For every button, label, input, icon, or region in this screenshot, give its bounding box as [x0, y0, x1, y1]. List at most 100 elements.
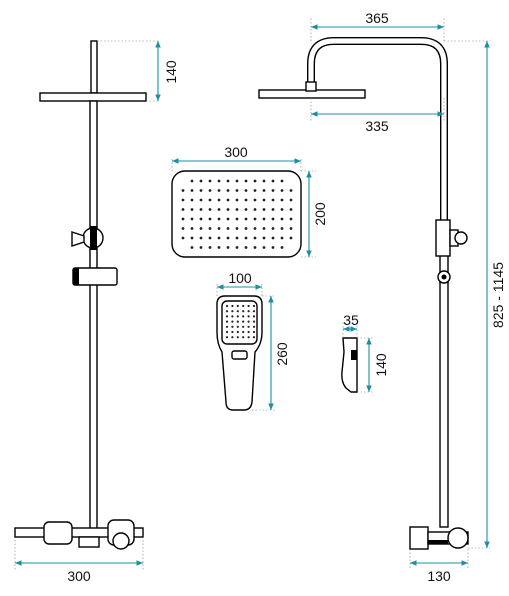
nozzle-dot: [217, 189, 221, 192]
handset-nozzle-grid: [225, 304, 256, 339]
nozzle-dot: [226, 198, 230, 202]
nozzle-dot: [208, 236, 212, 240]
nozzle-dot: [244, 179, 248, 183]
nozzle-dot: [190, 189, 194, 192]
nozzle-dot: [242, 320, 245, 323]
nozzle-dot: [199, 179, 203, 183]
nozzle-dot: [235, 246, 239, 249]
nozzle-dot: [181, 208, 185, 211]
nozzle-dot: [244, 198, 248, 202]
nozzle-dot: [247, 336, 250, 339]
nozzle-dot: [190, 236, 194, 240]
head-plate: [171, 170, 302, 258]
nozzle-dot: [181, 189, 185, 192]
nozzle-dot: [181, 236, 185, 240]
nozzle-dot: [208, 189, 212, 192]
nozzle-dot: [289, 189, 293, 192]
nozzle-dot: [252, 330, 256, 334]
front-mixer: [14, 519, 144, 550]
nozzle-dot: [226, 227, 230, 230]
nozzle-dot: [244, 189, 248, 192]
nozzle-dot: [208, 198, 212, 202]
head-nozzle-grid: [181, 179, 293, 249]
label-total-height: 825 - 1145: [490, 262, 506, 328]
nozzle-dot: [247, 310, 250, 313]
nozzle-dot: [199, 227, 203, 230]
nozzle-dot: [280, 198, 284, 202]
label-handset-length: 260: [274, 342, 290, 366]
nozzle-dot: [235, 236, 239, 240]
nozzle-dot: [217, 227, 221, 230]
label-column-width: 300: [67, 568, 91, 584]
nozzle-dot: [252, 325, 256, 328]
nozzle-dot: [271, 236, 275, 240]
nozzle-dot: [247, 330, 250, 334]
nozzle-dot: [252, 304, 256, 308]
nozzle-dot: [181, 198, 185, 202]
nozzle-dot: [253, 208, 257, 211]
nozzle-dot: [190, 198, 194, 202]
nozzle-dot: [253, 198, 257, 202]
nozzle-dot: [280, 246, 284, 249]
nozzle-dot: [226, 217, 230, 221]
side-diverter: [435, 219, 468, 257]
nozzle-dot: [231, 325, 234, 328]
label-holder-width: 35: [343, 312, 359, 328]
nozzle-dot: [289, 227, 293, 230]
nozzle-dot: [252, 320, 256, 323]
nozzle-dot: [226, 179, 230, 183]
nozzle-dot: [289, 208, 293, 211]
nozzle-dot: [271, 227, 275, 230]
label-column-reach: 365: [365, 10, 389, 26]
nozzle-dot: [208, 179, 212, 183]
front-view: 140 300: [14, 40, 179, 584]
nozzle-dot: [271, 217, 275, 221]
nozzle-dot: [208, 208, 212, 211]
nozzle-dot: [199, 246, 203, 249]
nozzle-dot: [225, 320, 229, 323]
nozzle-dot: [199, 217, 203, 221]
nozzle-dot: [225, 315, 229, 318]
nozzle-dot: [181, 217, 185, 221]
side-slider: [437, 270, 451, 284]
front-diverter: [71, 226, 104, 250]
nozzle-dot: [225, 325, 229, 328]
front-pipe-top: [90, 40, 98, 94]
nozzle-dot: [225, 336, 229, 339]
nozzle-dot: [242, 310, 245, 313]
nozzle-dot: [271, 208, 275, 211]
nozzle-dot: [244, 208, 248, 211]
nozzle-dot: [235, 217, 239, 221]
nozzle-dot: [236, 310, 239, 313]
nozzle-dot: [262, 189, 266, 192]
nozzle-dot: [247, 325, 250, 328]
front-shower-head: [39, 92, 147, 102]
nozzle-dot: [262, 179, 266, 183]
label-head-height: 140: [163, 60, 179, 84]
nozzle-dot: [217, 198, 221, 202]
side-view: 365 335 825 - 1145 130: [258, 10, 506, 584]
nozzle-dot: [225, 310, 229, 313]
nozzle-dot: [244, 246, 248, 249]
nozzle-dot: [244, 217, 248, 221]
nozzle-dot: [217, 217, 221, 221]
nozzle-dot: [231, 330, 234, 334]
nozzle-dot: [242, 304, 245, 308]
nozzle-dot: [280, 208, 284, 211]
side-mixer: [409, 526, 469, 550]
nozzle-dot: [252, 336, 256, 339]
nozzle-dot: [247, 320, 250, 323]
nozzle-dot: [235, 198, 239, 202]
nozzle-dot: [289, 236, 293, 240]
nozzle-dot: [190, 246, 194, 249]
nozzle-dot: [190, 217, 194, 221]
nozzle-dot: [217, 236, 221, 240]
nozzle-dot: [226, 189, 230, 192]
nozzle-dot: [235, 189, 239, 192]
nozzle-dot: [236, 325, 239, 328]
nozzle-dot: [235, 179, 239, 183]
nozzle-dot: [235, 227, 239, 230]
side-riser-pipe: [439, 221, 449, 528]
front-slider: [72, 267, 118, 286]
nozzle-dot: [190, 227, 194, 230]
